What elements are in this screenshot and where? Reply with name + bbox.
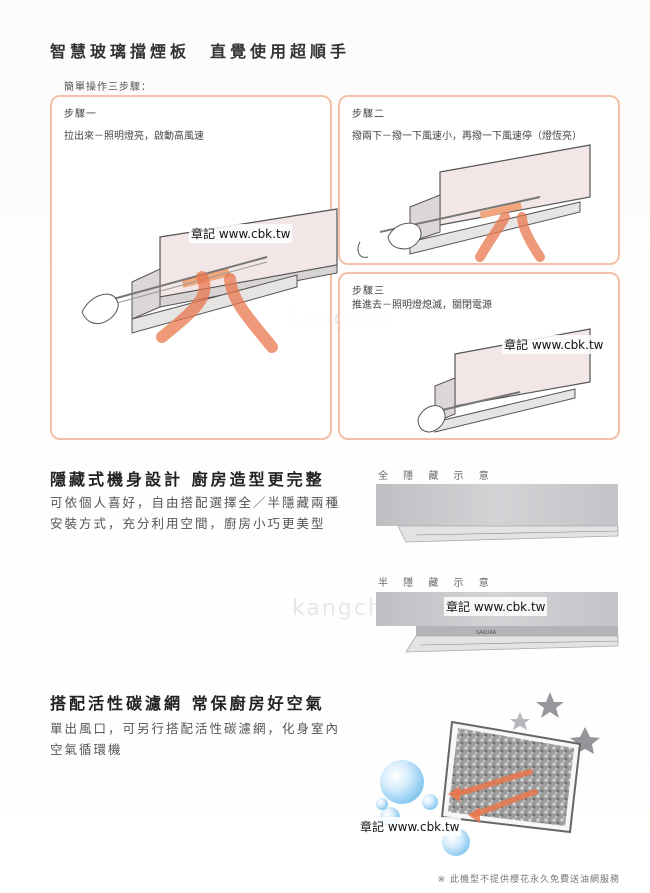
filter-heading: 搭配活性碳濾網 常保廚房好空氣 bbox=[50, 694, 325, 713]
step-one-description: 拉出來－照明燈亮，啟動高風速 bbox=[64, 131, 204, 142]
watermark-hood: 章記 www.cbk.tw bbox=[444, 597, 548, 616]
step-two-title: 步驟二 bbox=[352, 109, 385, 120]
full-hidden-caption: 全 隱 藏 示 意 bbox=[378, 471, 495, 482]
step-three-description: 推進去－照明燈熄滅，關閉電源 bbox=[352, 300, 492, 311]
step-one-illustration bbox=[81, 208, 338, 353]
filter-body: 單出風口，可另行搭配活性碳濾網，化身室內空氣循環機 bbox=[50, 721, 341, 757]
footnote: ※ 此機型不提供櫻花永久免費送油網服務 bbox=[437, 875, 620, 885]
svg-text:SAKURA: SAKURA bbox=[476, 630, 497, 636]
step-three-title: 步驟三 bbox=[352, 286, 385, 297]
intro-text: 簡單操作三步驟： bbox=[64, 82, 152, 93]
step-three-illustration bbox=[417, 328, 591, 433]
watermark-step-three: 章記 www.cbk.tw bbox=[502, 335, 606, 354]
watermark-step-one: 章記 www.cbk.tw bbox=[189, 224, 293, 243]
half-hidden-caption: 半 隱 藏 示 意 bbox=[378, 578, 495, 589]
full-hidden-hood-image bbox=[376, 484, 619, 543]
step-two-description: 撥兩下－撥一下風速小，再撥一下風速停（燈恆亮） bbox=[352, 131, 582, 142]
step-one-title: 步驟一 bbox=[64, 109, 97, 120]
hidden-design-heading: 隱藏式機身設計 廚房造型更完整 bbox=[50, 470, 325, 489]
step-one-panel: 步驟一 拉出來－照明燈亮，啟動高風速 章記 www.cbk.tw bbox=[50, 95, 338, 440]
step-two-illustration bbox=[357, 144, 591, 262]
page-title: 智慧玻璃擋煙板 直覺使用超順手 bbox=[50, 42, 351, 61]
watermark-filter: 章記 www.cbk.tw bbox=[358, 817, 462, 836]
carbon-filter-illustration bbox=[376, 692, 600, 856]
hidden-design-body: 可依個人喜好，自由搭配選擇全／半隱藏兩種安裝方式，充分利用空間，廚房小巧更美型 bbox=[50, 495, 341, 531]
step-three-panel: 步驟三 推進去－照明燈熄滅，關閉電源 章記 www.cbk.tw bbox=[338, 272, 620, 440]
step-two-panel: 步驟二 撥兩下－撥一下風速小，再撥一下風速停（燈恆亮） bbox=[338, 95, 620, 265]
